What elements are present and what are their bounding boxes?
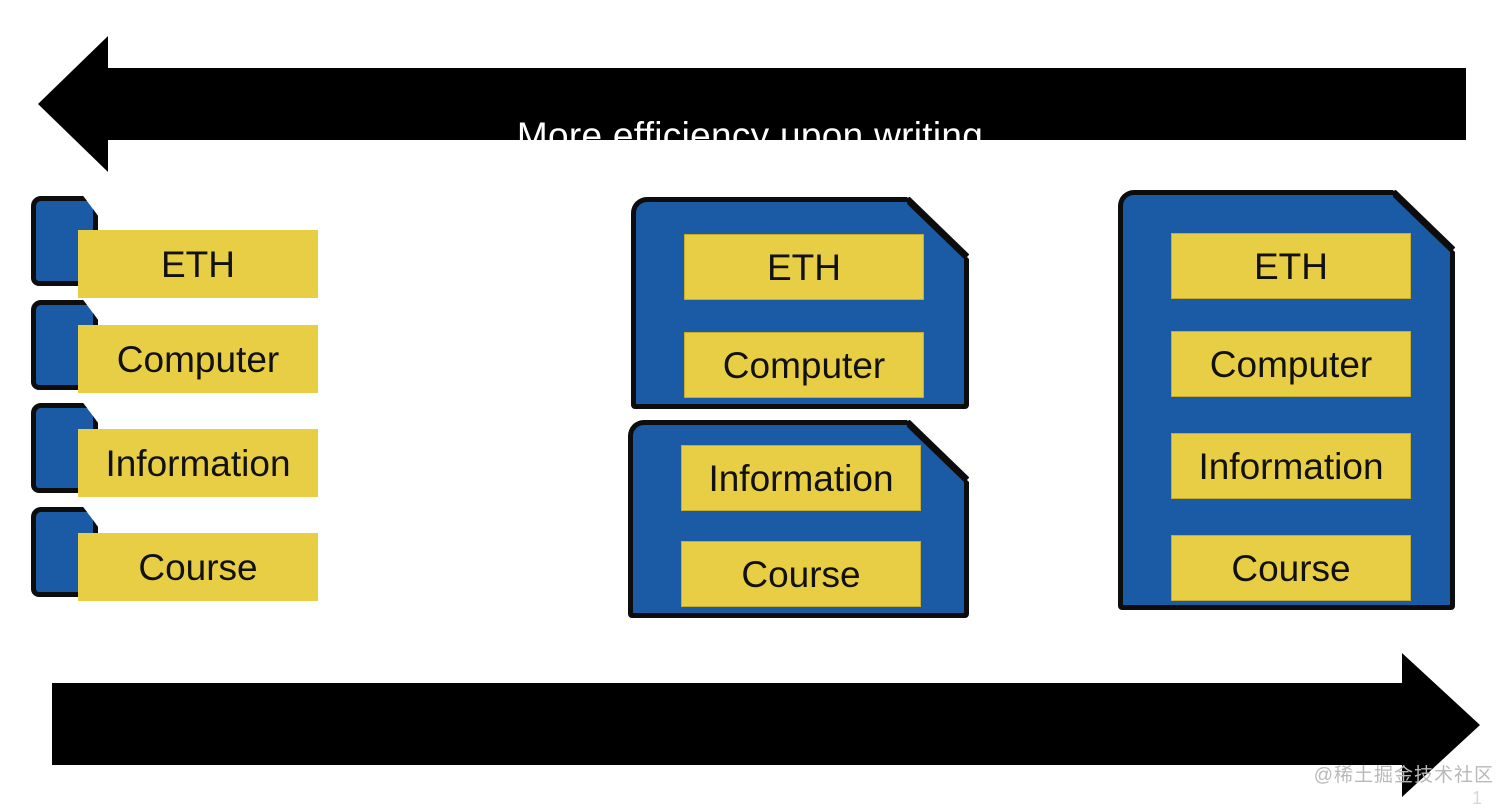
file-label-information[interactable]: Information bbox=[78, 429, 318, 497]
file-label-course[interactable]: Course bbox=[78, 533, 318, 601]
file-label-text: Computer bbox=[722, 344, 886, 386]
top-arrow-shape bbox=[38, 36, 1466, 172]
file-container-medium[interactable]: Information Course bbox=[628, 420, 969, 618]
file-label-eth[interactable]: ETH bbox=[1171, 233, 1411, 299]
file-label-eth[interactable]: ETH bbox=[684, 234, 924, 300]
file-label-text: Information bbox=[1198, 445, 1384, 487]
file-label-text: Computer bbox=[116, 338, 280, 380]
file-container-large[interactable]: ETH Computer Information Course bbox=[1118, 190, 1455, 610]
file-label-text: Information bbox=[708, 457, 894, 499]
file-label-information[interactable]: Information bbox=[681, 445, 921, 511]
file-label-eth[interactable]: ETH bbox=[78, 230, 318, 298]
file-group-left: ETH Computer Information Course bbox=[0, 0, 340, 811]
watermark: @稀土掘金技术社区 bbox=[1313, 765, 1494, 786]
file-container-medium[interactable]: ETH Computer bbox=[631, 197, 969, 409]
bottom-arrow-shape bbox=[52, 653, 1480, 797]
file-label-information[interactable]: Information bbox=[1171, 433, 1411, 499]
file-label-text: Course bbox=[1231, 547, 1351, 589]
file-label-text: Course bbox=[138, 546, 258, 588]
file-label-course[interactable]: Course bbox=[681, 541, 921, 607]
file-label-computer[interactable]: Computer bbox=[78, 325, 318, 393]
bottom-arrow: Less files bbox=[46, 645, 1486, 803]
file-label-text: ETH bbox=[161, 243, 235, 285]
file-label-text: ETH bbox=[767, 246, 841, 288]
file-label-text: ETH bbox=[1254, 245, 1328, 287]
file-label-text: Information bbox=[105, 442, 291, 484]
page-number: 1 bbox=[1471, 788, 1482, 808]
file-label-computer[interactable]: Computer bbox=[684, 332, 924, 398]
file-icon-small[interactable] bbox=[31, 196, 98, 286]
file-label-course[interactable]: Course bbox=[1171, 535, 1411, 601]
file-label-text: Course bbox=[741, 553, 861, 595]
file-label-computer[interactable]: Computer bbox=[1171, 331, 1411, 397]
file-label-text: Computer bbox=[1209, 343, 1373, 385]
